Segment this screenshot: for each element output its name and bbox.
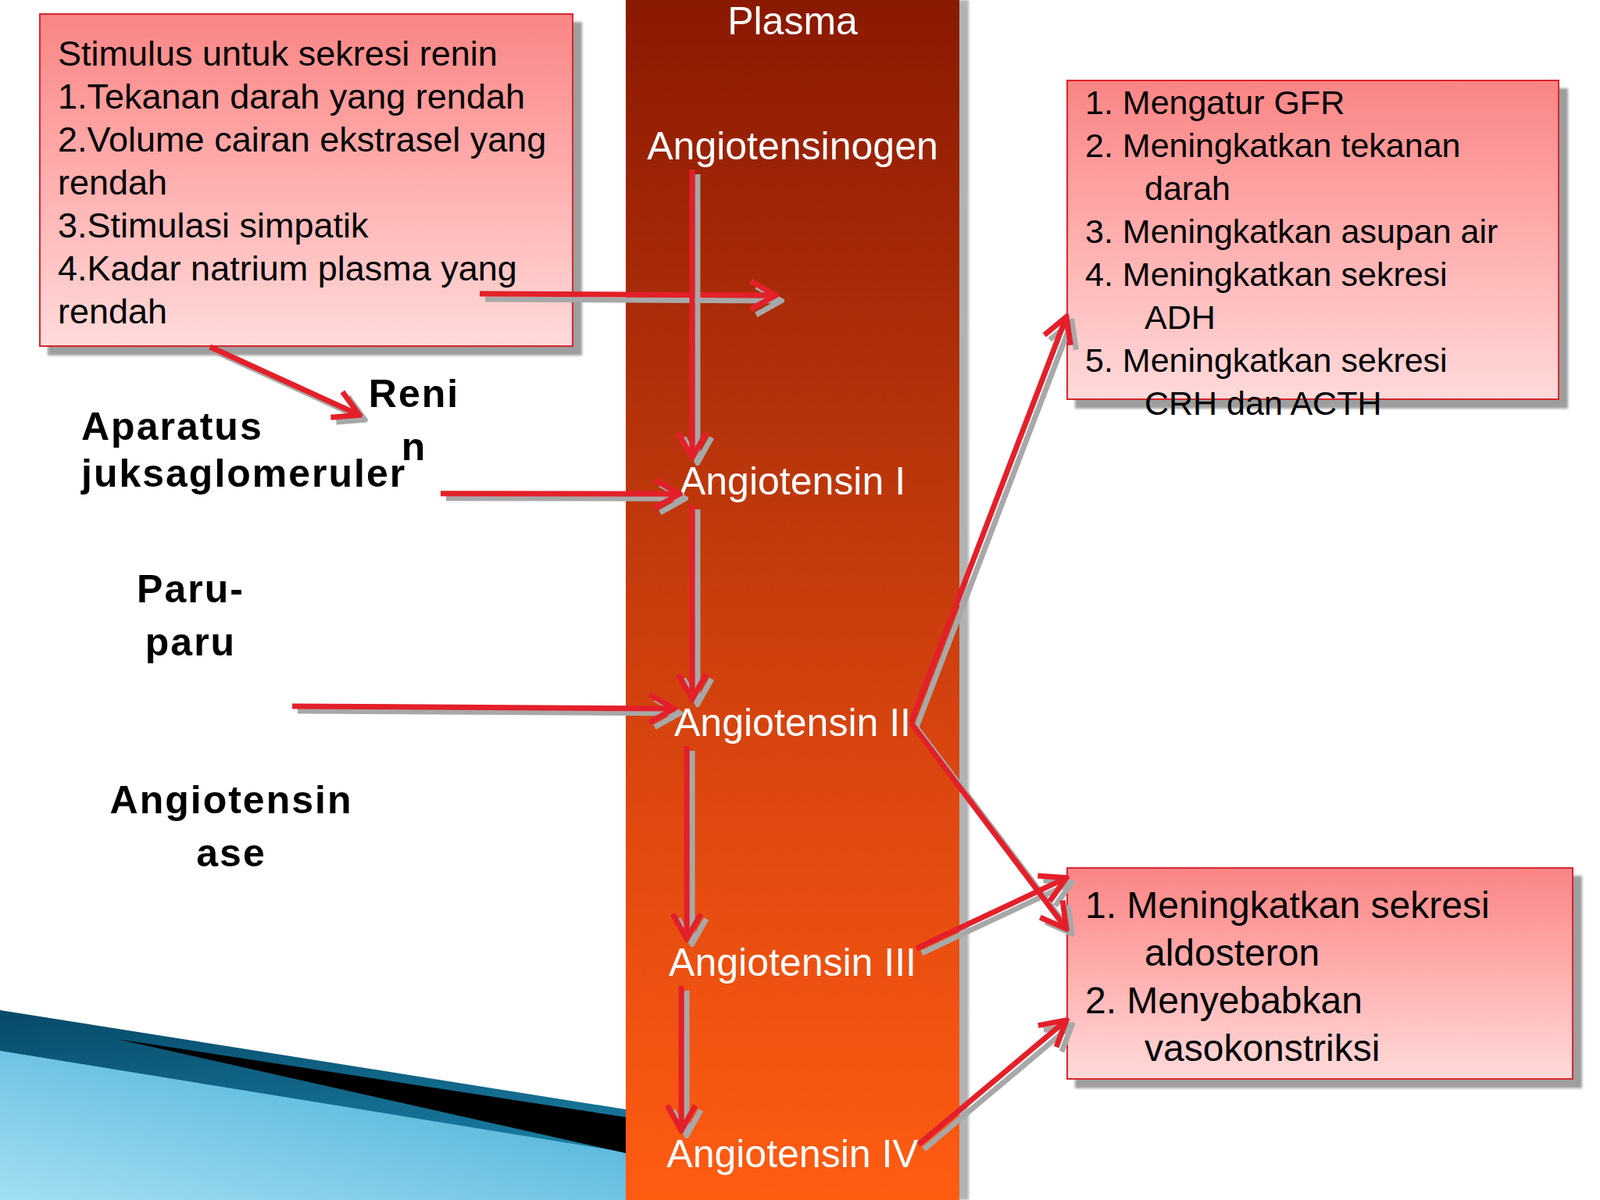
- organ-text: Paru- paru: [89, 562, 293, 669]
- connector-shadow: [921, 882, 1072, 954]
- effect-item: 2. Meningkatkan tekanan darah: [1085, 124, 1522, 211]
- effect-box: 1. Mengatur GFR2. Meningkatkan tekanan d…: [1066, 79, 1560, 400]
- connector-shadow: [916, 321, 1072, 728]
- connector-shadow: [446, 495, 686, 502]
- effect-item: 1. Meningkatkan sekresi aldosteron: [1085, 881, 1549, 977]
- connector-shadow: [694, 174, 700, 463]
- arrow-connector: [292, 706, 675, 709]
- enzyme-text: Angiotensin ase: [90, 773, 372, 880]
- connector-shadow: [689, 750, 696, 944]
- organ-text: Aparatus juksaglomeruler: [81, 403, 441, 497]
- arrow-connector: [918, 1020, 1067, 1145]
- effect-item: 1. Mengatur GFR: [1085, 81, 1522, 125]
- stimulus-text: 2.Volume cairan ekstrasel yang rendah: [57, 117, 560, 204]
- hormone-text: Angiotensin IV: [666, 1130, 918, 1178]
- arrow-connector: [678, 985, 685, 1131]
- hormone-node: Angiotensin I: [679, 457, 906, 505]
- organ-label: Paru- paru: [89, 562, 293, 719]
- swoosh-dark: [0, 1010, 626, 1200]
- connector-shadow: [684, 990, 690, 1136]
- arrow-connector: [916, 878, 1067, 949]
- stimulus-text: 1.Tekanan darah yang rendah: [57, 75, 560, 118]
- arrow-connector: [684, 746, 690, 940]
- stimulus-text: 4.Kadar natrium plasma yang rendah: [57, 246, 560, 333]
- hormone-node: Angiotensinogen: [646, 122, 939, 170]
- arrow-connector: [210, 346, 360, 415]
- stimulus-box: Stimulus untuk sekresi renin1.Tekanan da…: [39, 13, 574, 347]
- connector-shadow: [215, 351, 365, 420]
- organ-label: Aparatus juksaglomeruler: [81, 403, 441, 505]
- hormone-text: Angiotensin II: [674, 699, 911, 747]
- hormone-text: Angiotensin III: [668, 939, 917, 986]
- arrow-connector: [440, 490, 680, 497]
- arrow-connector: [910, 722, 1067, 929]
- effect-box: 1. Meningkatkan sekresi aldosteron2. Men…: [1066, 867, 1574, 1080]
- connector-shadow: [694, 509, 700, 704]
- hormone-node: Angiotensin II: [674, 699, 911, 747]
- effect-item: 5. Meningkatkan sekresi CRH dan ACTH: [1085, 339, 1522, 425]
- hormone-text: Angiotensinogen: [646, 122, 939, 170]
- hormone-node: Angiotensin III: [668, 939, 917, 986]
- stimulus-text: Stimulus untuk sekresi renin: [57, 32, 560, 75]
- hormone-node: Angiotensin IV: [666, 1130, 918, 1178]
- arrow-shadow: [485, 299, 782, 301]
- effect-item: 4. Meningkatkan sekresi ADH: [1085, 253, 1522, 340]
- hormone-text: Angiotensin I: [679, 457, 906, 505]
- band-title: Plasma: [625, 0, 960, 43]
- swoosh-stripe: [117, 1039, 626, 1154]
- enzyme-label: Angiotensin ase: [90, 773, 372, 880]
- arrow-connector: [910, 316, 1067, 723]
- effect-item: 3. Meningkatkan asupan air: [1085, 210, 1522, 254]
- stimulus-arrow: [479, 293, 776, 296]
- connector-shadow: [924, 1025, 1072, 1150]
- plasma-band: PlasmaAngiotensinogenAngiotensin I Angiot…: [625, 0, 960, 1200]
- stimulus-text: 3.Stimulasi simpatik: [57, 203, 560, 247]
- arrow-connector: [689, 504, 695, 700]
- connector-shadow: [916, 727, 1072, 934]
- effect-item: 2. Menyebabkan vasokonstriksi: [1085, 976, 1549, 1072]
- arrow-connector: [689, 169, 695, 458]
- connector-shadow: [297, 710, 680, 714]
